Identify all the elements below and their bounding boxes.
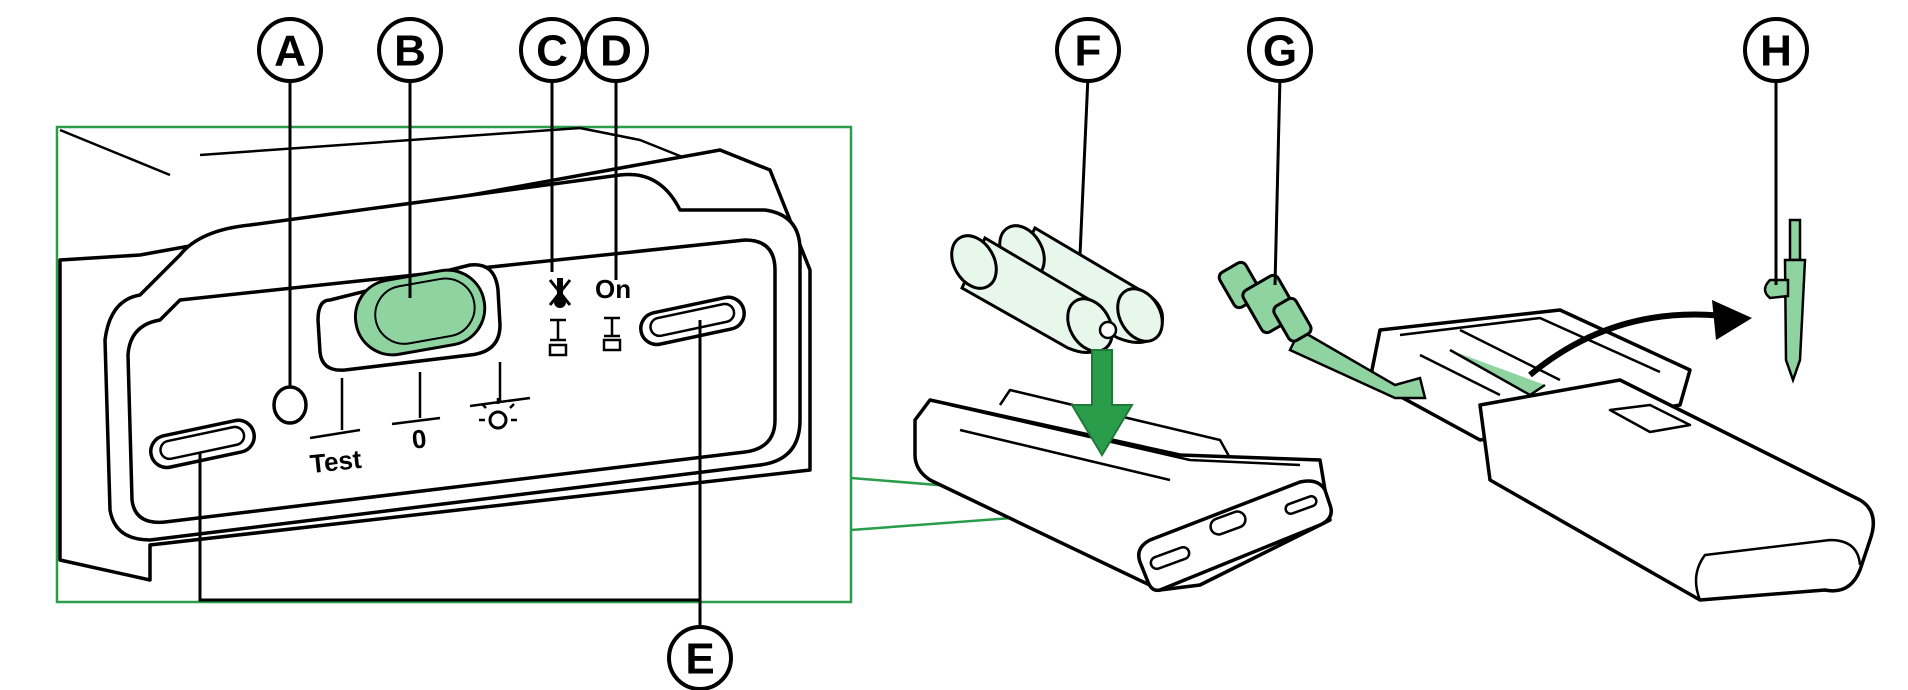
- svg-text:G: G: [1263, 27, 1297, 76]
- led-slot-right: [639, 295, 746, 347]
- slide-switch-knob: [353, 268, 487, 357]
- remove-probe-arrowhead: [1712, 300, 1752, 340]
- insert-arrow: [1070, 349, 1134, 457]
- svg-text:H: H: [1760, 27, 1792, 76]
- callout-b: B: [377, 17, 443, 83]
- tray-front-face: [1137, 479, 1333, 593]
- svg-text:F: F: [1075, 27, 1102, 76]
- test-led-hole: [272, 385, 308, 425]
- callout-h: H: [1743, 17, 1809, 83]
- label-zero: 0: [410, 423, 428, 454]
- leader-g: [1273, 75, 1282, 286]
- battery-module: [913, 224, 1333, 593]
- tray-front-slot-2: [1284, 494, 1318, 516]
- callout-c: C: [519, 17, 585, 83]
- leader-e-bracket: [198, 320, 702, 602]
- batteries: [950, 224, 1164, 354]
- zoom-detail-panel: Test 0 On: [55, 125, 1187, 604]
- light-icon: [479, 398, 517, 430]
- on-indicator-symbol: [602, 316, 622, 352]
- module-internal: [1399, 316, 1661, 397]
- label-on: On: [595, 274, 631, 304]
- label-test: Test: [308, 444, 363, 479]
- callout-d: D: [583, 17, 649, 83]
- callout-g: G: [1247, 17, 1313, 83]
- led-slot-left: [149, 418, 256, 470]
- coax-connector: [1217, 260, 1427, 400]
- callout-a: A: [257, 17, 323, 83]
- tray-front-slot-1: [1149, 545, 1191, 571]
- callout-e: E: [667, 625, 733, 690]
- tray-front-switch: [1209, 510, 1247, 536]
- callout-f: F: [1055, 17, 1121, 83]
- antenna-module: [1217, 218, 1876, 602]
- switch-position-marks: [309, 362, 531, 440]
- svg-text:B: B: [394, 27, 426, 76]
- probe-pin: [1763, 218, 1807, 384]
- svg-text:E: E: [685, 635, 714, 684]
- svg-text:A: A: [274, 27, 306, 76]
- sleeve-opening: [1694, 538, 1862, 601]
- zoom-frame: [55, 125, 853, 604]
- thermometer-icon: [548, 278, 572, 357]
- remove-probe-arrow: [1528, 311, 1741, 378]
- sleeve-ridge: [1608, 403, 1692, 434]
- svg-text:C: C: [536, 27, 568, 76]
- housing-top-edge: [59, 126, 691, 177]
- leader-f: [1078, 75, 1090, 256]
- internal-lead: [1449, 348, 1546, 397]
- svg-text:D: D: [600, 27, 632, 76]
- sleeve-cover: [1478, 378, 1876, 602]
